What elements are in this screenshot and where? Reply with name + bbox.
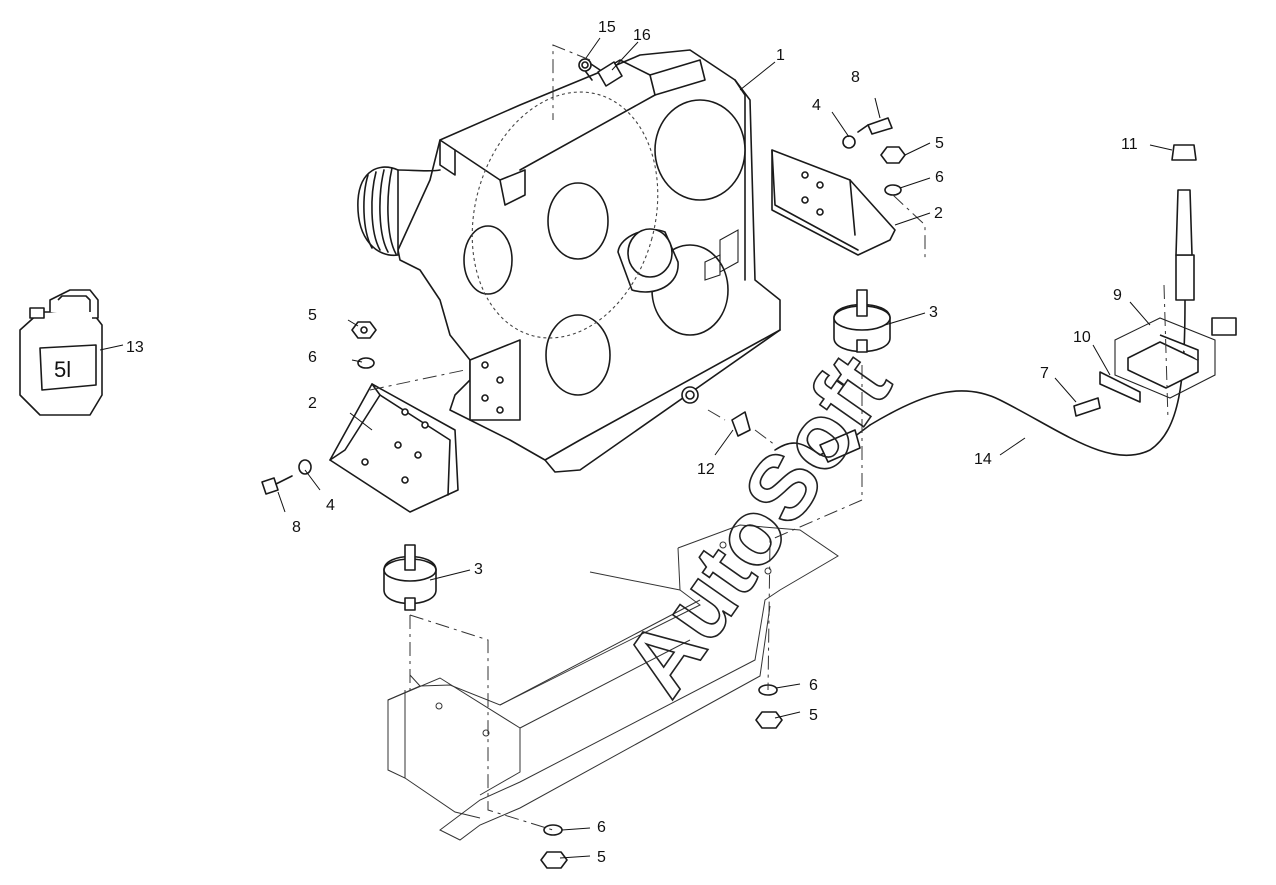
callout-8-left: 8 [292,519,301,536]
callout-numbers: 1 2 2 3 3 4 4 5 5 5 5 6 6 6 6 7 8 8 9 10… [126,19,1138,866]
callout-11: 11 [1121,136,1138,153]
gearbox-housing [357,49,781,473]
callout-4-right: 4 [812,97,821,114]
left-mount-bracket [329,383,459,513]
callout-3-left: 3 [474,561,483,578]
chassis-frame [387,524,839,841]
callout-7: 7 [1040,365,1049,382]
right-mount-bracket [771,149,896,256]
callout-13: 13 [126,339,144,356]
callout-12: 12 [697,461,715,478]
fasteners [261,117,906,869]
callout-5-lower-right: 5 [809,707,818,724]
oil-can-icon: 5l [19,289,103,416]
control-cable [774,144,1197,463]
callout-2-right: 2 [934,205,943,222]
oil-can-label: 5l [54,357,71,382]
clamp-plate-10 [1073,371,1141,417]
callout-6-lower-right: 6 [809,677,818,694]
cable-clamp-9 [1114,284,1237,421]
callout-14: 14 [974,451,992,468]
callout-16: 16 [633,27,651,44]
callout-10: 10 [1073,329,1091,346]
callout-5-bottom: 5 [597,849,606,866]
callout-6-right: 6 [935,169,944,186]
callout-15: 15 [598,19,616,36]
callout-leaders [99,37,1173,859]
callout-9: 9 [1113,287,1122,304]
alignment-lines [369,44,926,831]
rubber-mount-right [833,289,891,353]
callout-6-bottom: 6 [597,819,606,836]
callout-2-left: 2 [308,395,317,412]
callout-6-left: 6 [308,349,317,366]
callout-3-right: 3 [929,304,938,321]
callout-4-left: 4 [326,497,335,514]
callout-1: 1 [776,47,785,64]
callout-5-left: 5 [308,307,317,324]
rubber-mount-left [383,544,437,611]
callout-5-right: 5 [935,135,944,152]
bolt-16 [578,58,623,87]
callout-8-right: 8 [851,69,860,86]
